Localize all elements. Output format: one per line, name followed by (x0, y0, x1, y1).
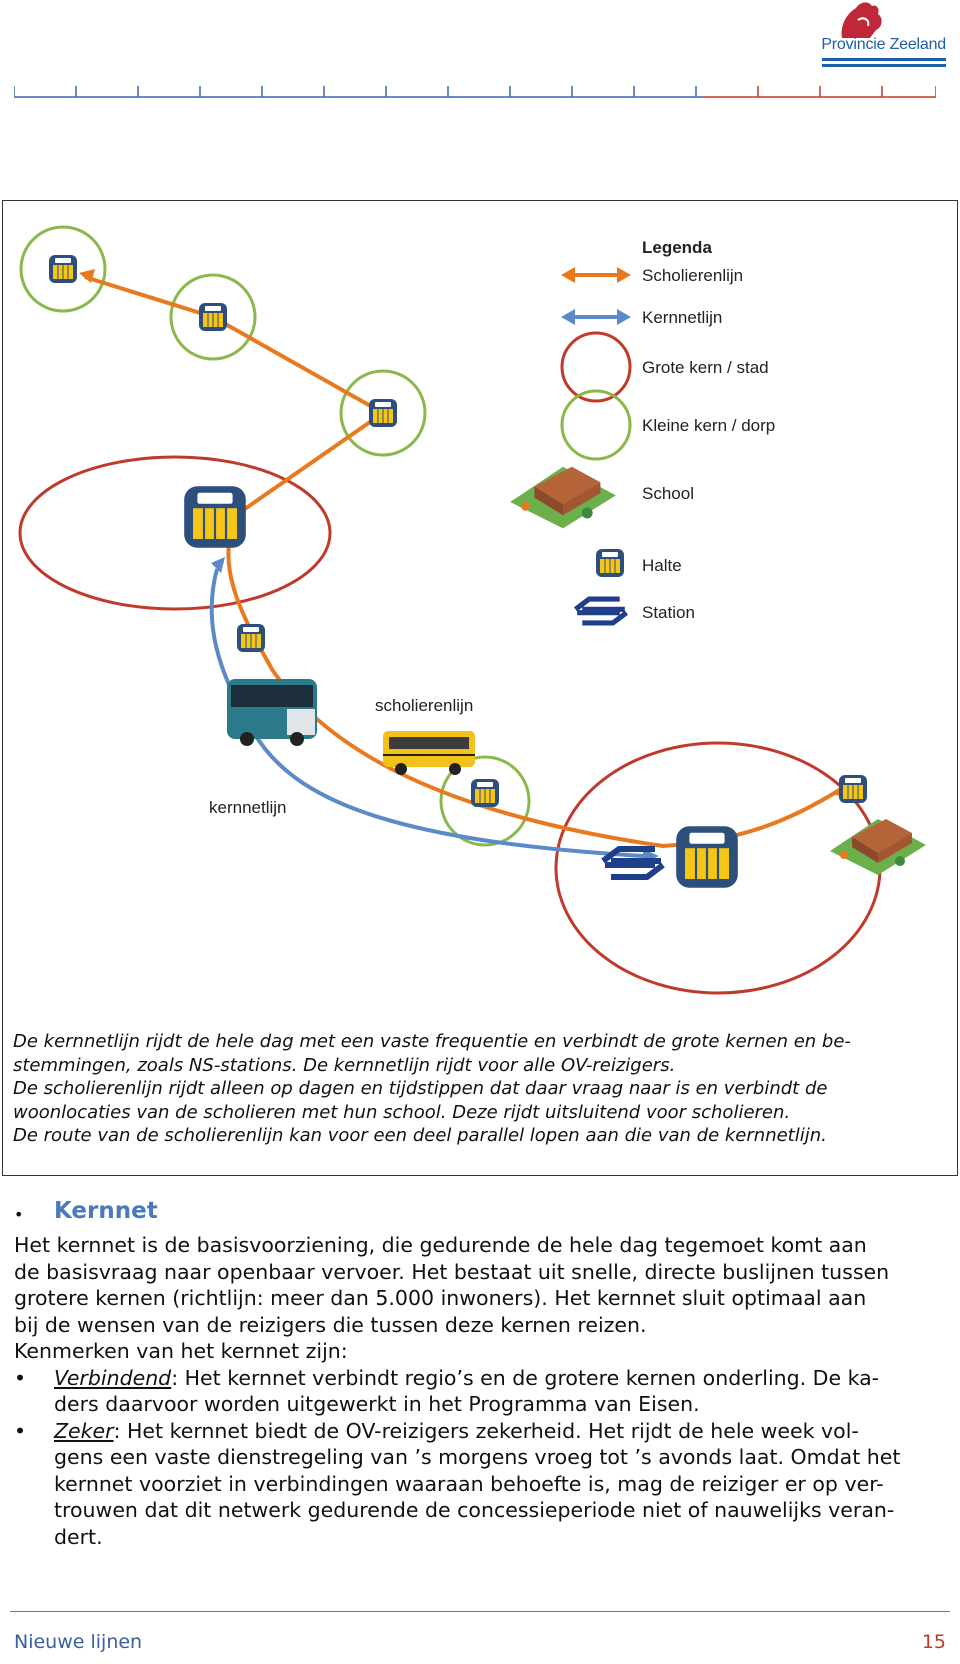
legend-item-grote-kern: Grote kern / stad (642, 358, 769, 377)
legend-title: Legenda (642, 238, 712, 257)
section-heading: Kernnet (54, 1198, 158, 1224)
legend-halte-icon (595, 548, 625, 578)
kernnet-bus-icon (227, 679, 317, 746)
kleine-kern-circle (439, 755, 531, 847)
halte-icon (368, 398, 398, 428)
legend-item-kleine-kern: Kleine kern / dorp (642, 416, 775, 435)
caption-line: De kernnetlijn rijdt de hele dag met een… (13, 1031, 851, 1052)
kleine-kern-circle (339, 369, 427, 457)
legend-item-halte: Halte (642, 556, 682, 575)
lion-emblem-icon (841, 2, 882, 38)
footer-title: Nieuwe lijnen (14, 1631, 143, 1653)
station-icon (603, 849, 663, 877)
item-line: : Het kernnet biedt de OV-reizigers zeke… (113, 1418, 859, 1443)
legend-station-icon (576, 599, 627, 623)
halte-large-icon (675, 825, 739, 889)
caption-line: De scholierenlijn rijdt alleen op dagen … (13, 1078, 828, 1099)
kleine-kern-circle (19, 225, 107, 313)
bullet: • (14, 1365, 27, 1390)
intro-line: grotere kernen (richtlijn: meer dan 5.00… (14, 1286, 867, 1310)
figure-caption: De kernnetlijn rijdt de hele dag met een… (13, 1030, 943, 1148)
item-line: trouwen dat dit netwerk gedurende de con… (54, 1498, 895, 1522)
legend: Legenda Scholierenlijn Kernnetlijn Grote… (510, 238, 775, 623)
legend-grote-kern-icon (560, 331, 632, 403)
halte-icon (470, 778, 500, 808)
bullet: • (14, 1418, 27, 1443)
school-bus-icon (383, 731, 475, 775)
caption-line: De route van de scholierenlijn kan voor … (13, 1125, 827, 1146)
item-line: ders daarvoor worden uitgewerkt in het P… (54, 1392, 700, 1416)
halte-icon (198, 302, 228, 332)
halte-large-icon (183, 485, 247, 549)
kernnet-section: • Kernnet Het kernnet is de basisvoorzie… (14, 1198, 944, 1551)
halte-icon (236, 623, 266, 653)
provincie-zeeland-logo: Provincie Zeeland (816, 0, 946, 72)
caption-line: woonlocaties van de scholieren met hun s… (13, 1101, 791, 1123)
item-line: kernnet voorziet in verbindingen waaraan… (54, 1471, 884, 1496)
kernnetlijn-route (209, 568, 644, 858)
kleine-kern-circle (169, 273, 257, 361)
network-figure: scholierenlijn kernnetlijn Legenda Schol… (2, 200, 958, 1176)
caption-line: stemmingen, zoals NS-stations. De kernne… (13, 1054, 676, 1076)
legend-kleine-kern-icon (560, 389, 632, 461)
legend-kernnetlijn-icon (561, 309, 631, 325)
halte-icon (48, 254, 78, 284)
legend-school-icon (510, 466, 616, 529)
grote-kern-circle (18, 455, 332, 611)
list-item: • Verbindend: Het kernnet verbindt regio… (14, 1365, 944, 1418)
school-icon (830, 819, 926, 875)
intro-line: de basisvraag naar openbaar vervoer. Het… (14, 1259, 890, 1284)
scholierenlijn-route (84, 275, 843, 849)
legend-item-kernnetlijn: Kernnetlijn (642, 308, 722, 327)
halte-icon (838, 774, 868, 804)
logo-text: Provincie Zeeland (821, 36, 946, 53)
intro-line: Het kernnet is de basisvoorziening, die … (14, 1233, 867, 1257)
item-line: : Het kernnet verbindt regio’s en de gro… (171, 1365, 880, 1390)
term-verbindend: Verbindend (54, 1365, 172, 1390)
footer-rule (10, 1611, 950, 1612)
intro-line: Kenmerken van het kernnet zijn: (14, 1339, 348, 1363)
intro-line: bij de wensen van de reizigers die tusse… (14, 1312, 647, 1337)
page-number: 15 (921, 1631, 946, 1653)
item-line: gens een vaste dienstregeling van ’s mor… (54, 1445, 901, 1469)
network-diagram: scholierenlijn kernnetlijn Legenda Schol… (18, 225, 926, 995)
legend-item-station: Station (642, 603, 695, 622)
bullet: • (14, 1205, 24, 1224)
list-item: • Zeker: Het kernnet biedt de OV-reizige… (14, 1418, 944, 1551)
legend-item-scholierenlijn: Scholierenlijn (642, 266, 743, 285)
legend-item-school: School (642, 484, 694, 503)
kernnetlijn-label: kernnetlijn (209, 798, 287, 817)
item-line: dert. (54, 1524, 103, 1549)
logo-bars (822, 58, 946, 70)
legend-scholierenlijn-icon (561, 267, 631, 283)
header-tick-rule (14, 86, 936, 98)
scholierenlijn-label: scholierenlijn (375, 696, 473, 715)
term-zeker: Zeker (54, 1418, 114, 1443)
